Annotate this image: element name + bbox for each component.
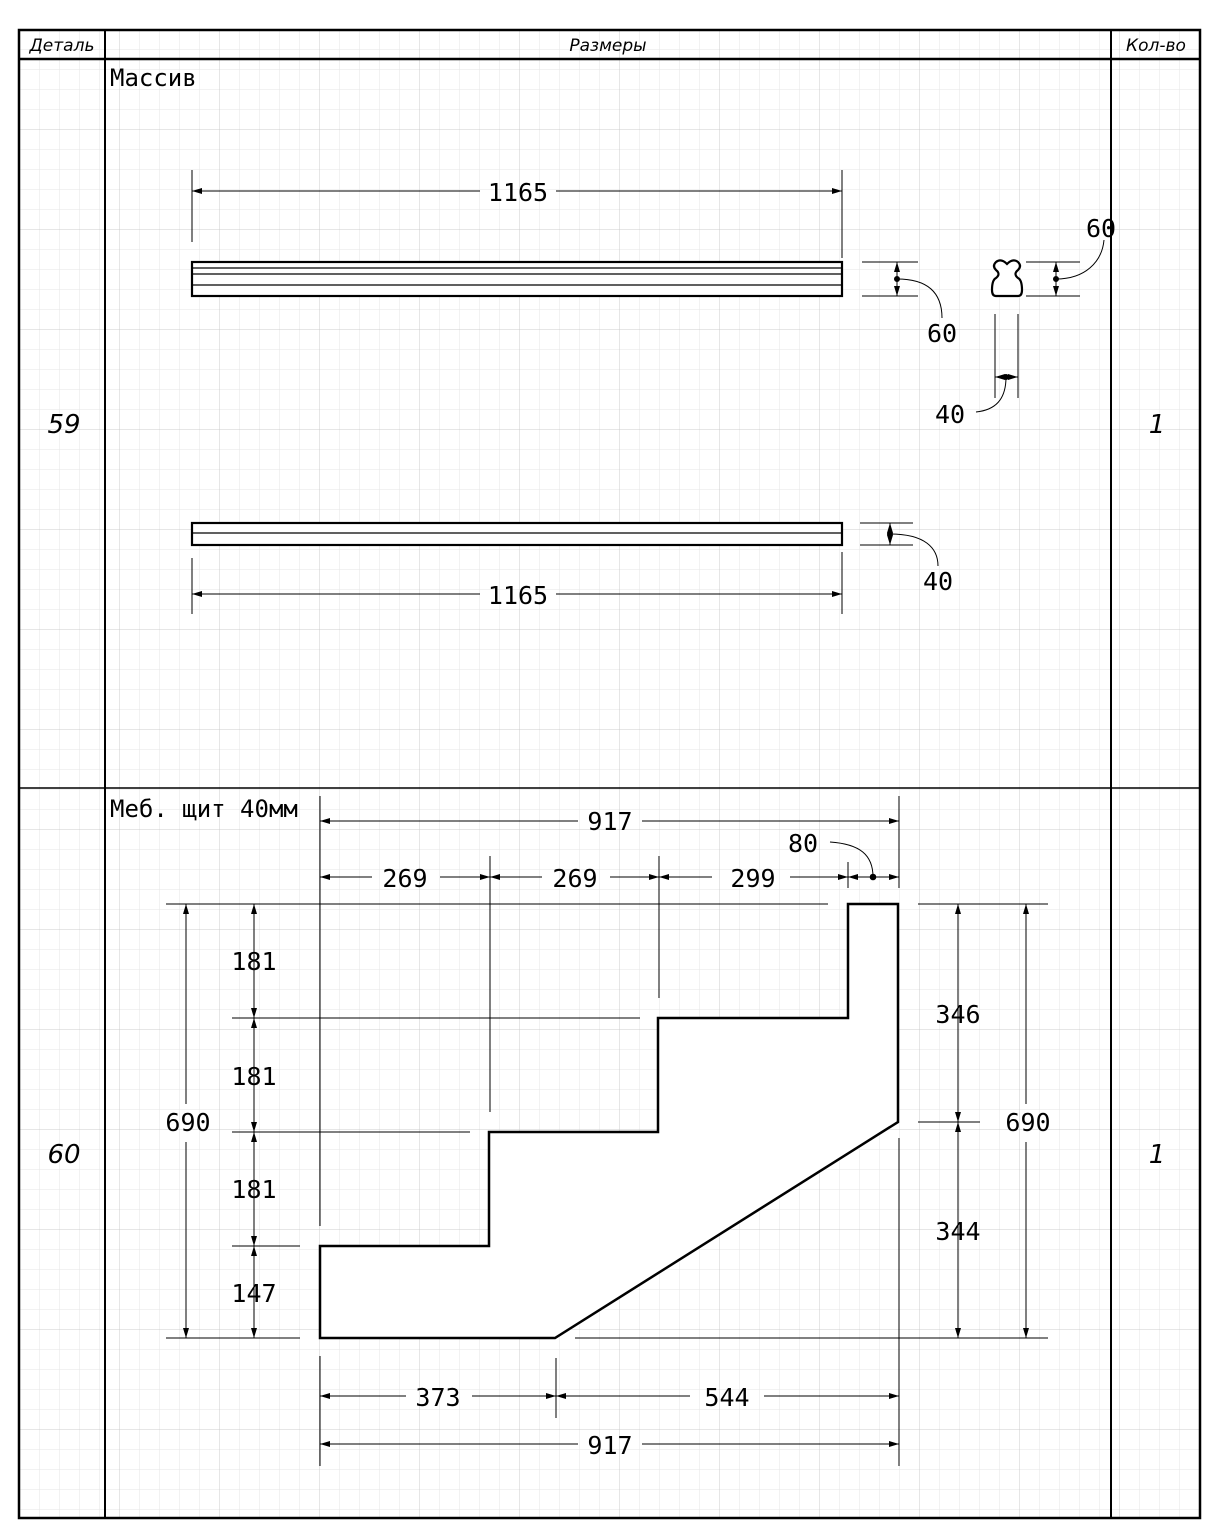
dim-thickness-bottom: 40 bbox=[923, 567, 953, 596]
material-label: Меб. щит 40мм bbox=[110, 795, 298, 823]
dim-bottom-total: 917 bbox=[587, 1431, 632, 1460]
part-59-drawing bbox=[190, 170, 1105, 614]
dim-right-upper: 346 bbox=[935, 1000, 980, 1029]
dim-rise-1: 181 bbox=[231, 947, 276, 976]
dim-front-height: 60 bbox=[927, 319, 957, 348]
dim-left-total: 690 bbox=[165, 1108, 210, 1137]
dim-rise-3: 181 bbox=[231, 1175, 276, 1204]
table-frame bbox=[17, 28, 1202, 1520]
dim-top-post: 80 bbox=[788, 829, 818, 858]
dim-length-bottom: 1165 bbox=[488, 581, 548, 610]
header-qty: Кол-во bbox=[1126, 36, 1186, 56]
part-number: 59 bbox=[47, 410, 80, 440]
dim-profile-width: 40 bbox=[935, 400, 965, 429]
quantity: 1 bbox=[1149, 410, 1166, 440]
dim-bottom-left: 373 bbox=[415, 1383, 460, 1412]
header-dimensions: Размеры bbox=[569, 36, 646, 56]
quantity: 1 bbox=[1149, 1140, 1166, 1170]
dim-step-3: 299 bbox=[730, 864, 775, 893]
dim-right-total: 690 bbox=[1005, 1108, 1050, 1137]
dim-length-top: 1165 bbox=[488, 178, 548, 207]
part-number: 60 bbox=[47, 1140, 80, 1170]
material-label: Массив bbox=[110, 64, 197, 92]
dim-step-2: 269 bbox=[552, 864, 597, 893]
dim-right-lower: 344 bbox=[935, 1217, 980, 1246]
dim-rise-2: 181 bbox=[231, 1062, 276, 1091]
dim-top-total: 917 bbox=[587, 807, 632, 836]
dim-bottom-right: 544 bbox=[704, 1383, 749, 1412]
dim-profile-height: 60 bbox=[1086, 214, 1116, 243]
header-part: Деталь bbox=[29, 36, 95, 56]
dim-step-1: 269 bbox=[382, 864, 427, 893]
part-60-drawing bbox=[166, 796, 1048, 1466]
dim-rise-4: 147 bbox=[231, 1279, 276, 1308]
